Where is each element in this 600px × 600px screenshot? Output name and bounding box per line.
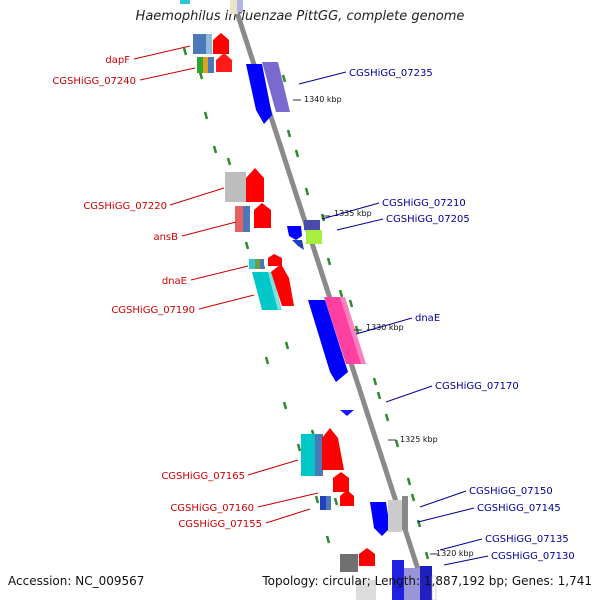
- kbp-marker-labels: 1340 kbp 1335 kbp 1330 kbp 1325 kbp 1320…: [304, 95, 474, 558]
- label-cgshigg-07130[interactable]: CGSHiGG_07130: [491, 551, 575, 562]
- label-cgshigg-07160[interactable]: CGSHiGG_07160: [170, 503, 254, 514]
- kbp-marker-1320: 1320 kbp: [436, 549, 474, 558]
- label-cgshigg-07145[interactable]: CGSHiGG_07145: [477, 503, 561, 514]
- gene-block-ansb: [235, 203, 271, 232]
- left-gene-labels: dapF CGSHiGG_07240 CGSHiGG_07220 ansB dn…: [52, 55, 262, 530]
- label-cgshigg-07150[interactable]: CGSHiGG_07150: [469, 486, 553, 497]
- accession-text: Accession: NC_009567: [8, 574, 145, 588]
- gene-block-dnae-right: [308, 297, 366, 382]
- left-leader-lines: [133, 45, 319, 524]
- scale-ticks: [182, 47, 430, 560]
- gene-block-07165: [301, 428, 344, 476]
- label-cgshigg-07240[interactable]: CGSHiGG_07240: [52, 76, 136, 87]
- right-gene-labels: CGSHiGG_07235 CGSHiGG_07210 CGSHiGG_0720…: [349, 68, 575, 562]
- kbp-marker-1335: 1335 kbp: [334, 209, 372, 218]
- label-cgshigg-07235[interactable]: CGSHiGG_07235: [349, 68, 433, 79]
- gene-block-07150: [370, 496, 408, 536]
- kbp-marker-1330: 1330 kbp: [366, 323, 404, 332]
- label-dnae-right[interactable]: dnaE: [415, 313, 440, 324]
- gene-block-07130: [392, 560, 437, 600]
- gene-block-07205: [287, 220, 322, 250]
- label-dnae-left[interactable]: dnaE: [162, 276, 187, 287]
- gene-block-07235: [246, 62, 290, 124]
- label-dapf[interactable]: dapF: [105, 55, 130, 66]
- label-cgshigg-07210[interactable]: CGSHiGG_07210: [382, 198, 466, 209]
- gene-block-07240: [197, 53, 232, 73]
- topology-summary: Topology: circular; Length: 1,887,192 bp…: [262, 574, 592, 588]
- label-cgshigg-07135[interactable]: CGSHiGG_07135: [485, 534, 569, 545]
- label-cgshigg-07190[interactable]: CGSHiGG_07190: [111, 305, 195, 316]
- map-title: Haemophilus influenzae PittGG, complete …: [135, 9, 465, 24]
- label-cgshigg-07170[interactable]: CGSHiGG_07170: [435, 381, 519, 392]
- gene-fragments-top: [180, 0, 243, 14]
- kbp-marker-1325: 1325 kbp: [400, 435, 438, 444]
- label-cgshigg-07155[interactable]: CGSHiGG_07155: [178, 519, 262, 530]
- label-cgshigg-07220[interactable]: CGSHiGG_07220: [83, 201, 167, 212]
- kbp-marker-1340: 1340 kbp: [304, 95, 342, 104]
- gene-block-07220: [225, 168, 264, 202]
- right-leader-lines: [298, 71, 489, 566]
- label-ansb[interactable]: ansB: [153, 232, 178, 243]
- kbp-marker-ticks: [293, 99, 438, 555]
- gene-block-dapf: [193, 33, 229, 54]
- label-cgshigg-07205[interactable]: CGSHiGG_07205: [386, 214, 470, 225]
- gene-block-07170: [340, 410, 354, 416]
- gene-block-dnae-left: [249, 254, 282, 269]
- gene-block-07190: [252, 264, 294, 310]
- gene-block-07155: [340, 548, 376, 600]
- gene-block-07160: [320, 472, 354, 510]
- label-cgshigg-07165[interactable]: CGSHiGG_07165: [161, 471, 245, 482]
